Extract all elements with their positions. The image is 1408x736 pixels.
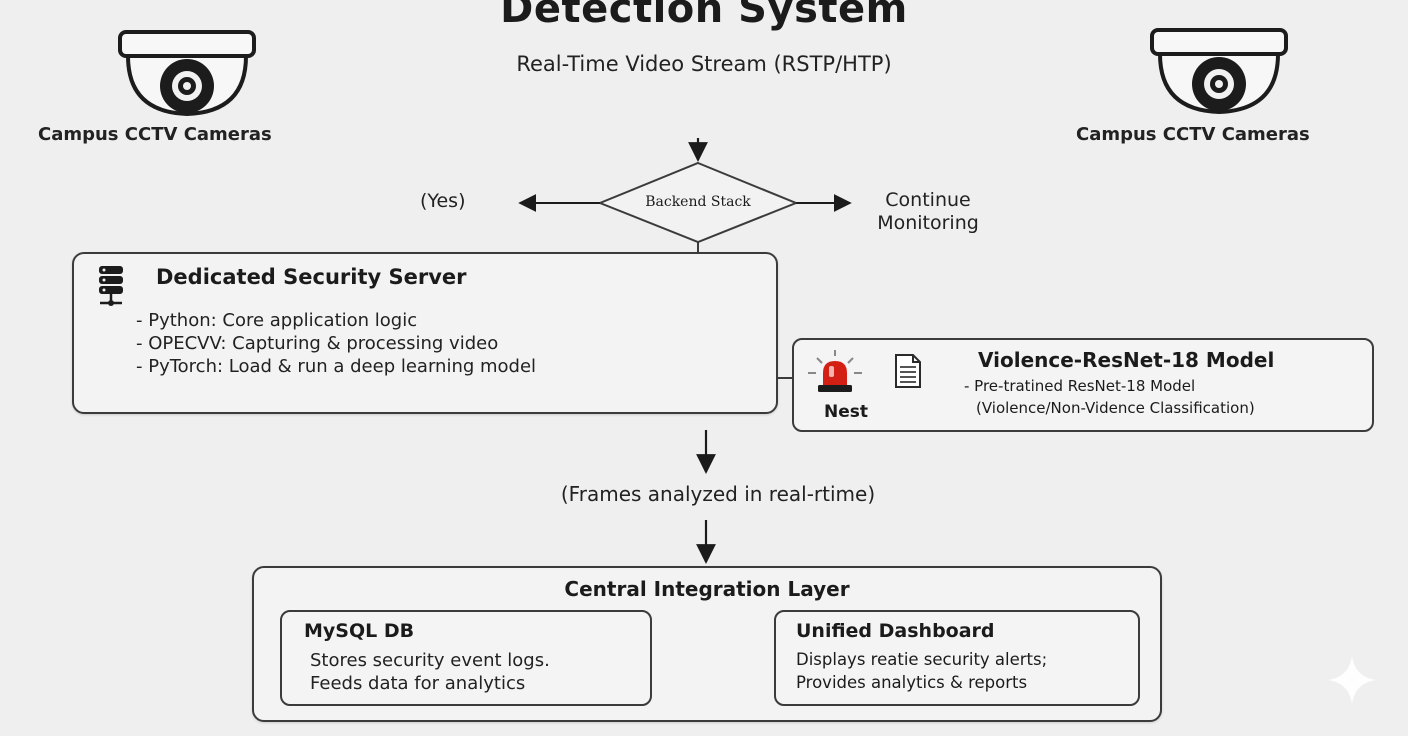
decision-yes-label: (Yes): [420, 190, 466, 212]
dashboard-line-2: Provides analytics & reports: [796, 673, 1028, 692]
model-description-line-2: (Violence/Non-Vidence Classification): [976, 399, 1255, 417]
decision-label: Backend Stack: [645, 194, 751, 210]
model-title: Violence-ResNet-18 Model: [978, 348, 1275, 372]
frames-analyzed-label: (Frames analyzed in real-rtime): [560, 482, 876, 506]
continue-line-2: Monitoring: [877, 212, 979, 234]
camera-label-left: Campus CCTV Cameras: [38, 124, 272, 145]
server-item-pytorch: - PyTorch: Load & run a deep learning mo…: [136, 356, 537, 377]
sparkle-watermark-icon: [1326, 654, 1378, 706]
integration-layer-box: Central Integration Layer MySQL DB Store…: [252, 566, 1162, 722]
violence-model-box: Nest Violence-ResNet-18 Model - Pre-trat…: [792, 338, 1374, 432]
server-database-icon: [96, 265, 126, 309]
unified-dashboard-box: Unified Dashboard Displays reatie securi…: [774, 610, 1140, 706]
integration-title: Central Integration Layer: [564, 577, 850, 601]
security-server-box: Dedicated Security Server - Python: Core…: [72, 252, 778, 414]
diagram-title: Detection System: [500, 0, 908, 32]
db-line-1: Stores security event logs.: [310, 650, 550, 671]
server-item-opencv: - OPECVV: Capturing & processing video: [136, 333, 499, 354]
db-line-2: Feeds data for analytics: [310, 673, 526, 694]
alarm-label: Nest: [824, 402, 869, 422]
dashboard-line-1: Displays reatie security alerts;: [796, 650, 1048, 669]
mysql-db-box: MySQL DB Stores security event logs. Fee…: [280, 610, 652, 706]
server-title: Dedicated Security Server: [156, 265, 467, 289]
continue-line-1: Continue: [885, 189, 971, 211]
decision-continue-label: Continue Monitoring: [858, 189, 998, 235]
dome-camera-icon: [112, 26, 262, 118]
dome-camera-icon: [1144, 24, 1294, 116]
document-icon: [894, 353, 922, 389]
server-item-python: - Python: Core application logic: [136, 310, 418, 331]
model-description-line-1: - Pre-tratined ResNet-18 Model: [964, 377, 1196, 395]
dashboard-title: Unified Dashboard: [796, 620, 995, 642]
diagram-subtitle: Real-Time Video Stream (RSTP/HTP): [516, 52, 892, 76]
camera-label-right: Campus CCTV Cameras: [1076, 124, 1310, 145]
db-title: MySQL DB: [304, 620, 415, 642]
alarm-siren-icon: [804, 349, 866, 395]
